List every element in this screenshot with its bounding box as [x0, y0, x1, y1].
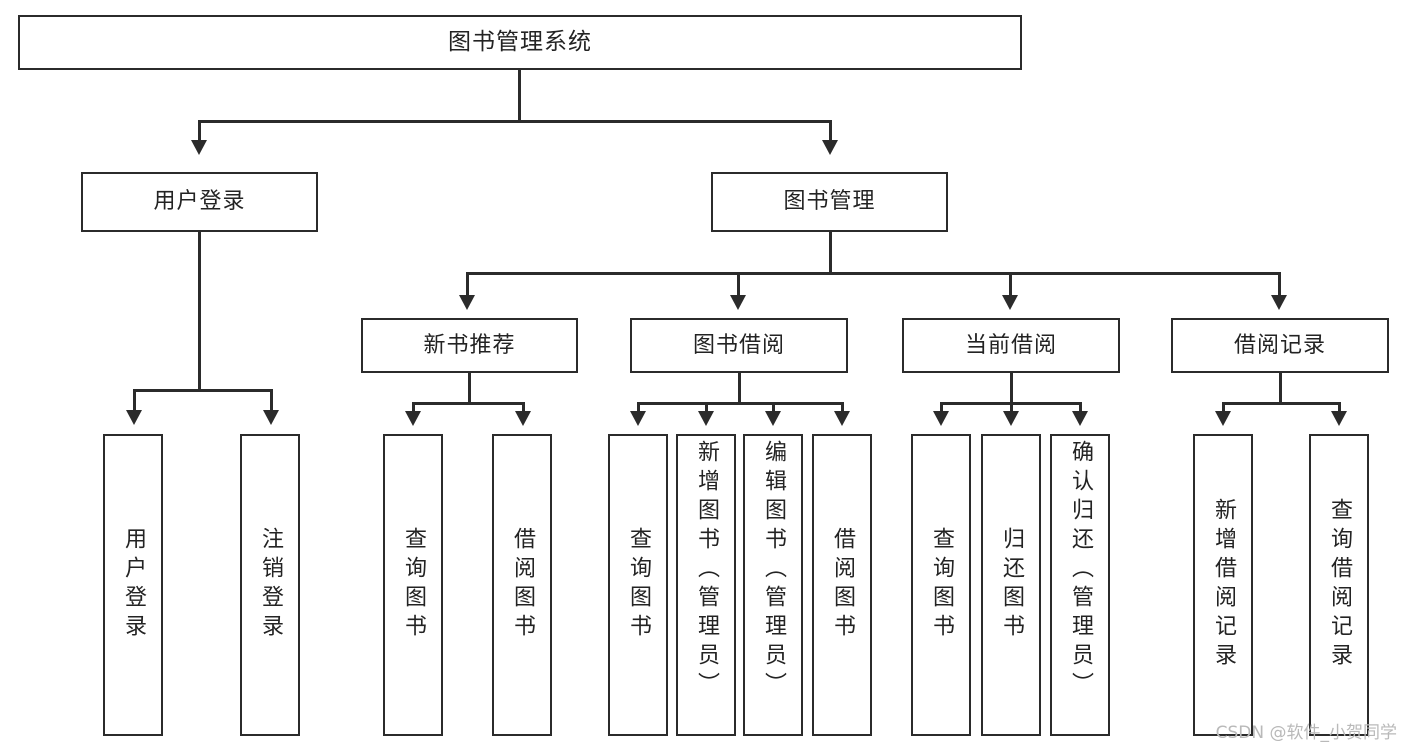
node-label: 借阅记录	[1233, 332, 1326, 358]
connector-user-login-trunk	[198, 232, 201, 392]
leaf-query-borrow-record[interactable]: 查询借阅记录	[1309, 434, 1369, 736]
arrowhead-cb-leaf2	[1003, 411, 1019, 426]
leaf-query-book-current[interactable]: 查询图书	[911, 434, 971, 736]
connector-drop-leaf-user-login	[133, 389, 136, 413]
connector-borrow-records-trunk	[1279, 373, 1282, 405]
arrowhead-leaf-user-login	[126, 410, 142, 425]
arrowhead-nb-leaf1	[405, 411, 421, 426]
node-label: 归还图书	[999, 527, 1024, 643]
node-borrow-records[interactable]: 借阅记录	[1171, 318, 1389, 373]
arrowhead-bb-leaf3	[765, 411, 781, 426]
node-label: 图书借阅	[692, 332, 785, 358]
connector-level3-bus	[466, 272, 1281, 275]
connector-drop-book-borrow	[737, 272, 740, 298]
node-label: 图书管理系统	[448, 29, 592, 56]
connector-borrow-records-bus	[1222, 402, 1341, 405]
node-new-book-recommend[interactable]: 新书推荐	[361, 318, 578, 373]
node-label: 用户登录	[121, 527, 146, 643]
node-label: 查询图书	[626, 527, 651, 643]
arrowhead-book-mgmt	[822, 140, 838, 155]
leaf-add-book-admin[interactable]: 新增图书（管理员）	[676, 434, 736, 736]
connector-new-book-trunk	[468, 373, 471, 405]
node-label: 新增图书（管理员）	[694, 440, 719, 701]
node-label: 借阅图书	[510, 527, 535, 643]
arrowhead-nb-leaf2	[515, 411, 531, 426]
node-label: 借阅图书	[830, 527, 855, 643]
connector-user-login-bus	[133, 389, 270, 392]
connector-new-book-bus	[412, 402, 525, 405]
node-book-borrow[interactable]: 图书借阅	[630, 318, 848, 373]
connector-book-borrow-bus	[637, 402, 844, 405]
arrowhead-bb-leaf2	[698, 411, 714, 426]
connector-drop-cb-leaf2	[1010, 402, 1013, 414]
arrowhead-br-leaf1	[1215, 411, 1231, 426]
node-label: 编辑图书（管理员）	[761, 440, 786, 701]
node-label: 查询图书	[929, 527, 954, 643]
arrowhead-bb-leaf1	[630, 411, 646, 426]
connector-drop-cb-leaf3	[1079, 402, 1082, 414]
node-label: 查询借阅记录	[1327, 498, 1352, 672]
arrowhead-current-borrow	[1002, 295, 1018, 310]
connector-drop-cb-leaf1	[940, 402, 943, 414]
node-label: 图书管理	[783, 189, 876, 215]
arrowhead-book-borrow	[730, 295, 746, 310]
node-label: 新增借阅记录	[1211, 498, 1236, 672]
arrowhead-bb-leaf4	[834, 411, 850, 426]
node-label: 查询图书	[401, 527, 426, 643]
node-root-system[interactable]: 图书管理系统	[18, 15, 1022, 70]
connector-root-trunk	[518, 70, 521, 122]
leaf-confirm-return-admin[interactable]: 确认归还（管理员）	[1050, 434, 1110, 736]
connector-drop-book-mgmt	[829, 120, 832, 145]
node-current-borrow[interactable]: 当前借阅	[902, 318, 1120, 373]
connector-drop-bb-leaf2	[705, 402, 708, 414]
watermark-text: CSDN @软件_小贺同学	[1215, 723, 1397, 743]
connector-root-bus	[198, 120, 832, 123]
node-label: 当前借阅	[964, 332, 1057, 358]
leaf-add-borrow-record[interactable]: 新增借阅记录	[1193, 434, 1253, 736]
connector-drop-borrow-records	[1278, 272, 1281, 298]
arrowhead-br-leaf2	[1331, 411, 1347, 426]
connector-book-mgmt-trunk	[829, 232, 832, 274]
arrowhead-new-book	[459, 295, 475, 310]
leaf-logout[interactable]: 注销登录	[240, 434, 300, 736]
connector-drop-nb-leaf1	[412, 402, 415, 414]
node-label: 确认归还（管理员）	[1068, 440, 1093, 701]
connector-drop-nb-leaf2	[522, 402, 525, 414]
leaf-edit-book-admin[interactable]: 编辑图书（管理员）	[743, 434, 803, 736]
node-label: 用户登录	[153, 189, 246, 215]
connector-book-borrow-trunk	[738, 373, 741, 405]
leaf-borrow-book-recommend[interactable]: 借阅图书	[492, 434, 552, 736]
node-book-management[interactable]: 图书管理	[711, 172, 948, 232]
leaf-return-book[interactable]: 归还图书	[981, 434, 1041, 736]
arrowhead-user-login	[191, 140, 207, 155]
leaf-user-login[interactable]: 用户登录	[103, 434, 163, 736]
arrowhead-leaf-logout	[263, 410, 279, 425]
connector-drop-bb-leaf1	[637, 402, 640, 414]
arrowhead-cb-leaf3	[1072, 411, 1088, 426]
leaf-query-book-borrow[interactable]: 查询图书	[608, 434, 668, 736]
connector-drop-leaf-logout	[270, 389, 273, 413]
connector-drop-br-leaf2	[1338, 402, 1341, 414]
node-user-login[interactable]: 用户登录	[81, 172, 318, 232]
connector-drop-user-login	[198, 120, 201, 145]
arrowhead-borrow-records	[1271, 295, 1287, 310]
connector-drop-current-borrow	[1009, 272, 1012, 298]
connector-drop-bb-leaf4	[841, 402, 844, 414]
leaf-query-book-recommend[interactable]: 查询图书	[383, 434, 443, 736]
leaf-borrow-book[interactable]: 借阅图书	[812, 434, 872, 736]
node-label: 注销登录	[258, 527, 283, 643]
connector-drop-new-book	[466, 272, 469, 298]
connector-current-borrow-trunk	[1010, 373, 1013, 405]
node-label: 新书推荐	[423, 332, 516, 358]
connector-drop-bb-leaf3	[772, 402, 775, 414]
arrowhead-cb-leaf1	[933, 411, 949, 426]
connector-drop-br-leaf1	[1222, 402, 1225, 414]
